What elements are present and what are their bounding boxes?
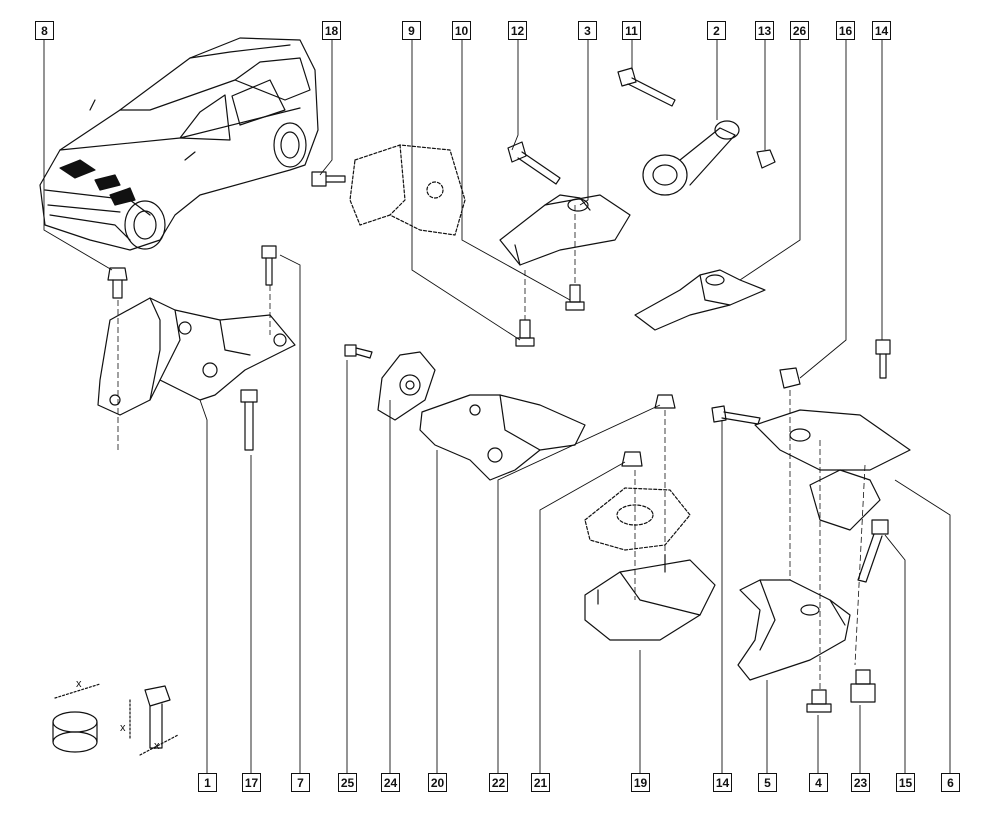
callout-14-bottom: 14 — [713, 773, 732, 792]
callout-12: 12 — [508, 21, 527, 40]
callout-16: 16 — [836, 21, 855, 40]
callout-10: 10 — [452, 21, 471, 40]
part-19-mount — [584, 487, 691, 551]
nuts-21-22 — [621, 394, 676, 467]
callout-4: 4 — [809, 773, 828, 792]
part-1-mount — [97, 297, 296, 416]
bolt-25 — [344, 344, 373, 359]
callout-23: 23 — [851, 773, 870, 792]
callout-11: 11 — [622, 21, 641, 40]
callout-19: 19 — [631, 773, 650, 792]
part-6-bracket — [754, 409, 911, 531]
bolt-8 — [107, 267, 128, 299]
callout-1: 1 — [198, 773, 217, 792]
nut-13 — [756, 149, 776, 169]
callout-20: 20 — [428, 773, 447, 792]
part-24-plate — [377, 351, 436, 421]
bolt-11 — [617, 67, 676, 107]
dimension-label-x-bolt-length: x — [120, 722, 126, 734]
bolts-4-23 — [806, 669, 876, 713]
callout-3: 3 — [578, 21, 597, 40]
callout-6: 6 — [941, 773, 960, 792]
part-20-mount — [419, 394, 586, 481]
callout-9: 9 — [402, 21, 421, 40]
bolt-18 — [311, 171, 346, 187]
bolt-15 — [857, 519, 889, 583]
bolts-7-17 — [240, 245, 277, 451]
callout-22: 22 — [489, 773, 508, 792]
leader-lines — [43, 40, 951, 775]
callout-24: 24 — [381, 773, 400, 792]
callout-26: 26 — [790, 21, 809, 40]
callout-21: 21 — [531, 773, 550, 792]
car-illustration — [39, 37, 319, 251]
dimension-label-x-nut: x — [76, 678, 82, 690]
part-19-base — [584, 554, 716, 641]
callout-2: 2 — [707, 21, 726, 40]
callout-15: 15 — [896, 773, 915, 792]
callout-13: 13 — [755, 21, 774, 40]
dimension-sketch — [52, 683, 179, 756]
part-3-bracket — [499, 194, 631, 266]
nut-16 — [779, 367, 801, 389]
dimension-label-x-bolt-width: x — [154, 740, 160, 752]
part-2-torque-rod — [642, 120, 740, 196]
bolt-14-right — [875, 339, 891, 379]
bolt-14-left — [711, 405, 761, 425]
part-26-bracket — [634, 269, 766, 331]
callout-5: 5 — [758, 773, 777, 792]
axis-lines — [117, 205, 866, 690]
part-18-bracket — [349, 144, 466, 236]
callout-8: 8 — [35, 21, 54, 40]
callout-7: 7 — [291, 773, 310, 792]
part-5-support — [737, 579, 851, 681]
callout-25: 25 — [338, 773, 357, 792]
callout-14-top: 14 — [872, 21, 891, 40]
bolts-9-10 — [515, 284, 585, 347]
callout-17: 17 — [242, 773, 261, 792]
callout-18: 18 — [322, 21, 341, 40]
bolt-12 — [507, 141, 561, 185]
